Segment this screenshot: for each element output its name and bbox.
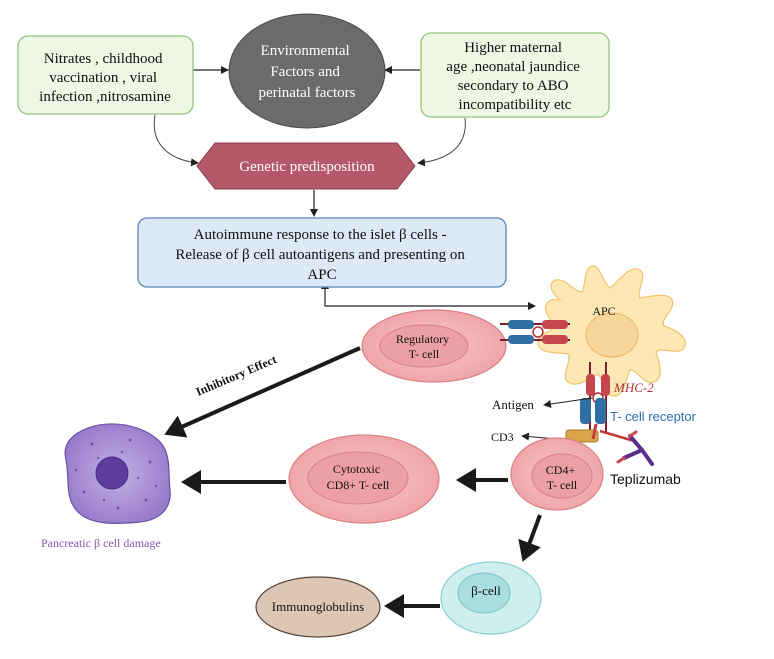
regulatory-line: T- cell <box>409 347 440 361</box>
oval-line: perinatal factors <box>258 85 355 101</box>
immunoglobulins-oval <box>255 576 381 638</box>
right-box-line: age ,neonatal jaundice <box>446 59 580 75</box>
environmental-examples-box <box>17 35 194 115</box>
svg-text:Nitrates , childhood vacci: Nitrates , childhood vaccination , viral… <box>39 51 171 105</box>
genetic-predisposition-hexagon <box>196 142 416 190</box>
autoimmune-line: Release of β cell autoantigens and prese… <box>175 247 465 263</box>
autoimmune-response-box <box>137 217 507 288</box>
cd4-t-cell-nucleus <box>531 453 593 499</box>
regulatory-t-cell-nucleus <box>379 324 469 368</box>
left-box-line: infection ,nitrosamine <box>39 89 171 105</box>
regulatory-line: Regulatory <box>396 332 449 346</box>
left-box-line: vaccination , viral <box>49 70 157 86</box>
svg-text:Regulatory T- cell: Regulatory T- cell <box>396 332 452 361</box>
antigen-pointer <box>543 397 593 408</box>
arrow-autoimmune-apc <box>321 281 536 310</box>
cytotoxic-nucleus <box>307 451 409 505</box>
right-box-line: secondary to ABO <box>458 78 569 94</box>
svg-text:CD4+ T- cell: CD4+ T- cell <box>546 463 578 492</box>
pancreatic-cell-granules <box>74 438 158 510</box>
svg-text:Higher maternal age ,neona: Higher maternal age ,neonatal jaundice s… <box>446 40 583 113</box>
cytotoxic-line: CD8+ T- cell <box>327 478 390 492</box>
inhibitory-effect-arrow <box>164 346 361 438</box>
cd4-line: T- cell <box>547 478 578 492</box>
teplizumab-antibody-icon <box>616 430 654 466</box>
teplizumab-inhibition-line <box>599 429 635 443</box>
autoimmune-line: APC <box>307 267 336 283</box>
antigen-label: Antigen <box>492 397 534 412</box>
oval-line: Factors and <box>270 64 340 80</box>
oval-line: Environmental <box>261 43 350 59</box>
cd4-line: CD4+ <box>546 463 576 477</box>
svg-text:Environmental Factors and: Environmental Factors and perinatal fact… <box>258 43 355 101</box>
curve-left-to-genetic <box>153 114 199 167</box>
curve-right-to-genetic <box>417 117 466 167</box>
pancreatic-cell-nucleus <box>95 456 129 490</box>
arrow-cd4-to-beta-cell <box>518 514 542 562</box>
autoimmune-line: Autoimmune response to the islet β cells… <box>194 227 447 243</box>
teplizumab-inhibition-bar <box>591 423 598 440</box>
cd3-label: CD3 <box>491 430 514 444</box>
svg-text:Cytotoxic CD8+ T- cell: Cytotoxic CD8+ T- cell <box>327 462 390 492</box>
left-box-line: Nitrates , childhood <box>44 51 163 67</box>
apc-label: APC <box>592 304 615 318</box>
pancreatic-damage-label: Pancreatic β cell damage <box>41 536 161 550</box>
cytotoxic-line: Cytotoxic <box>333 462 380 476</box>
right-box-line: incompatibility etc <box>459 97 572 113</box>
beta-cell-nucleus <box>457 572 511 614</box>
teplizumab-label: Teplizumab <box>610 471 681 487</box>
apc-nucleus <box>585 312 639 358</box>
t-cell-receptor-label: T- cell receptor <box>610 409 697 424</box>
svg-text:Autoimmune response to the isl: Autoimmune response to the islet β cells… <box>175 227 468 283</box>
environmental-factors-oval <box>228 13 386 129</box>
mhc-2-label: MHC-2 <box>613 380 654 395</box>
treg-apc-receptor-complex <box>500 320 570 344</box>
beta-cell-label: β-cell <box>471 583 501 598</box>
maternal-factors-box <box>420 32 610 118</box>
genetic-predisposition-label: Genetic predisposition <box>239 159 375 175</box>
right-box-line: Higher maternal <box>464 40 562 56</box>
immunoglobulins-label: Immunoglobulins <box>272 599 364 614</box>
